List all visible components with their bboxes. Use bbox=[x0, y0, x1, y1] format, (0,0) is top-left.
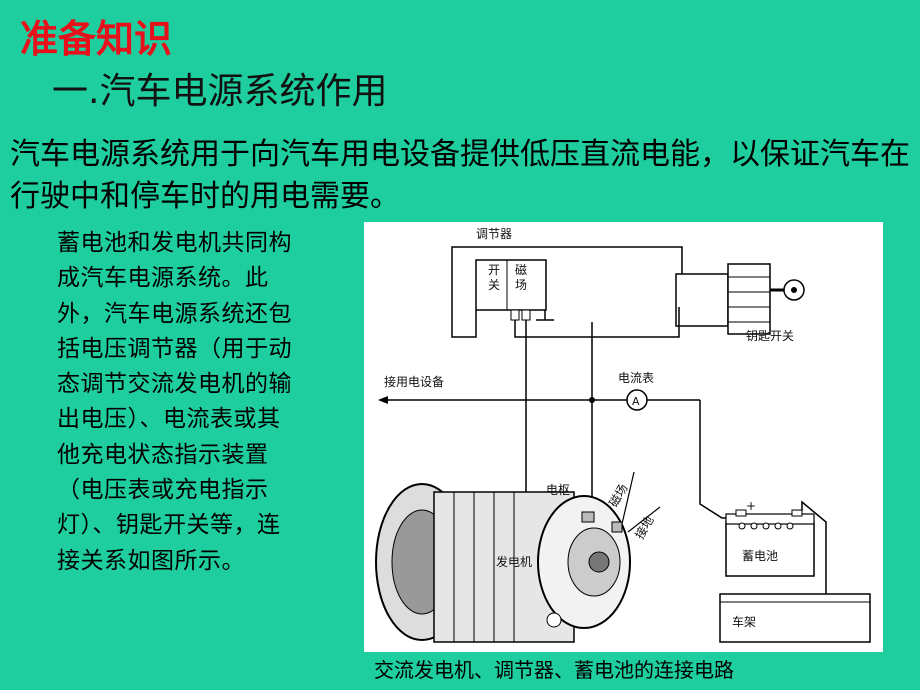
slide-title: 准备知识 bbox=[20, 17, 173, 61]
switch-label-2: 关 bbox=[488, 278, 500, 292]
side-paragraph: 蓄电池和发电机共同构成汽车电源系统。此外，汽车电源系统还包括电压调节器（用于动态… bbox=[57, 230, 292, 574]
key-switch-icon bbox=[675, 263, 805, 335]
regulator-label: 调节器 bbox=[476, 227, 512, 241]
field-label-1: 磁 bbox=[515, 262, 527, 277]
key-switch-label: 钥匙开关 bbox=[746, 329, 794, 343]
circuit-diagram: 调节器 开 关 磁 场 钥匙开关 bbox=[364, 222, 883, 652]
armature-label: 电枢 bbox=[546, 482, 570, 497]
frame-label: 车架 bbox=[732, 614, 756, 629]
ammeter-label: 电流表 bbox=[618, 371, 654, 385]
ammeter-symbol: A bbox=[632, 395, 640, 408]
loads-label: 接用电设备 bbox=[384, 374, 444, 389]
diagram-caption: 交流发电机、调节器、蓄电池的连接电路 bbox=[374, 658, 734, 682]
field-label-2: 场 bbox=[515, 278, 527, 292]
ammeter-icon bbox=[626, 389, 648, 411]
battery-plus: + bbox=[746, 499, 756, 513]
battery-minus: − bbox=[794, 503, 804, 517]
generator-icon bbox=[375, 483, 631, 643]
generator-label: 发电机 bbox=[496, 554, 532, 569]
ground-terminal-label: 接地 bbox=[632, 513, 657, 541]
battery-icon bbox=[725, 509, 815, 577]
switch-label-1: 开 bbox=[488, 263, 500, 277]
battery-label: 蓄电池 bbox=[742, 549, 778, 563]
intro-paragraph: 汽车电源系统用于向汽车用电设备提供低压直流电能，以保证汽车在行驶中和停车时的用电… bbox=[10, 137, 910, 214]
regulator-box bbox=[475, 259, 547, 311]
slide-subtitle: 一.汽车电源系统作用 bbox=[52, 71, 388, 112]
